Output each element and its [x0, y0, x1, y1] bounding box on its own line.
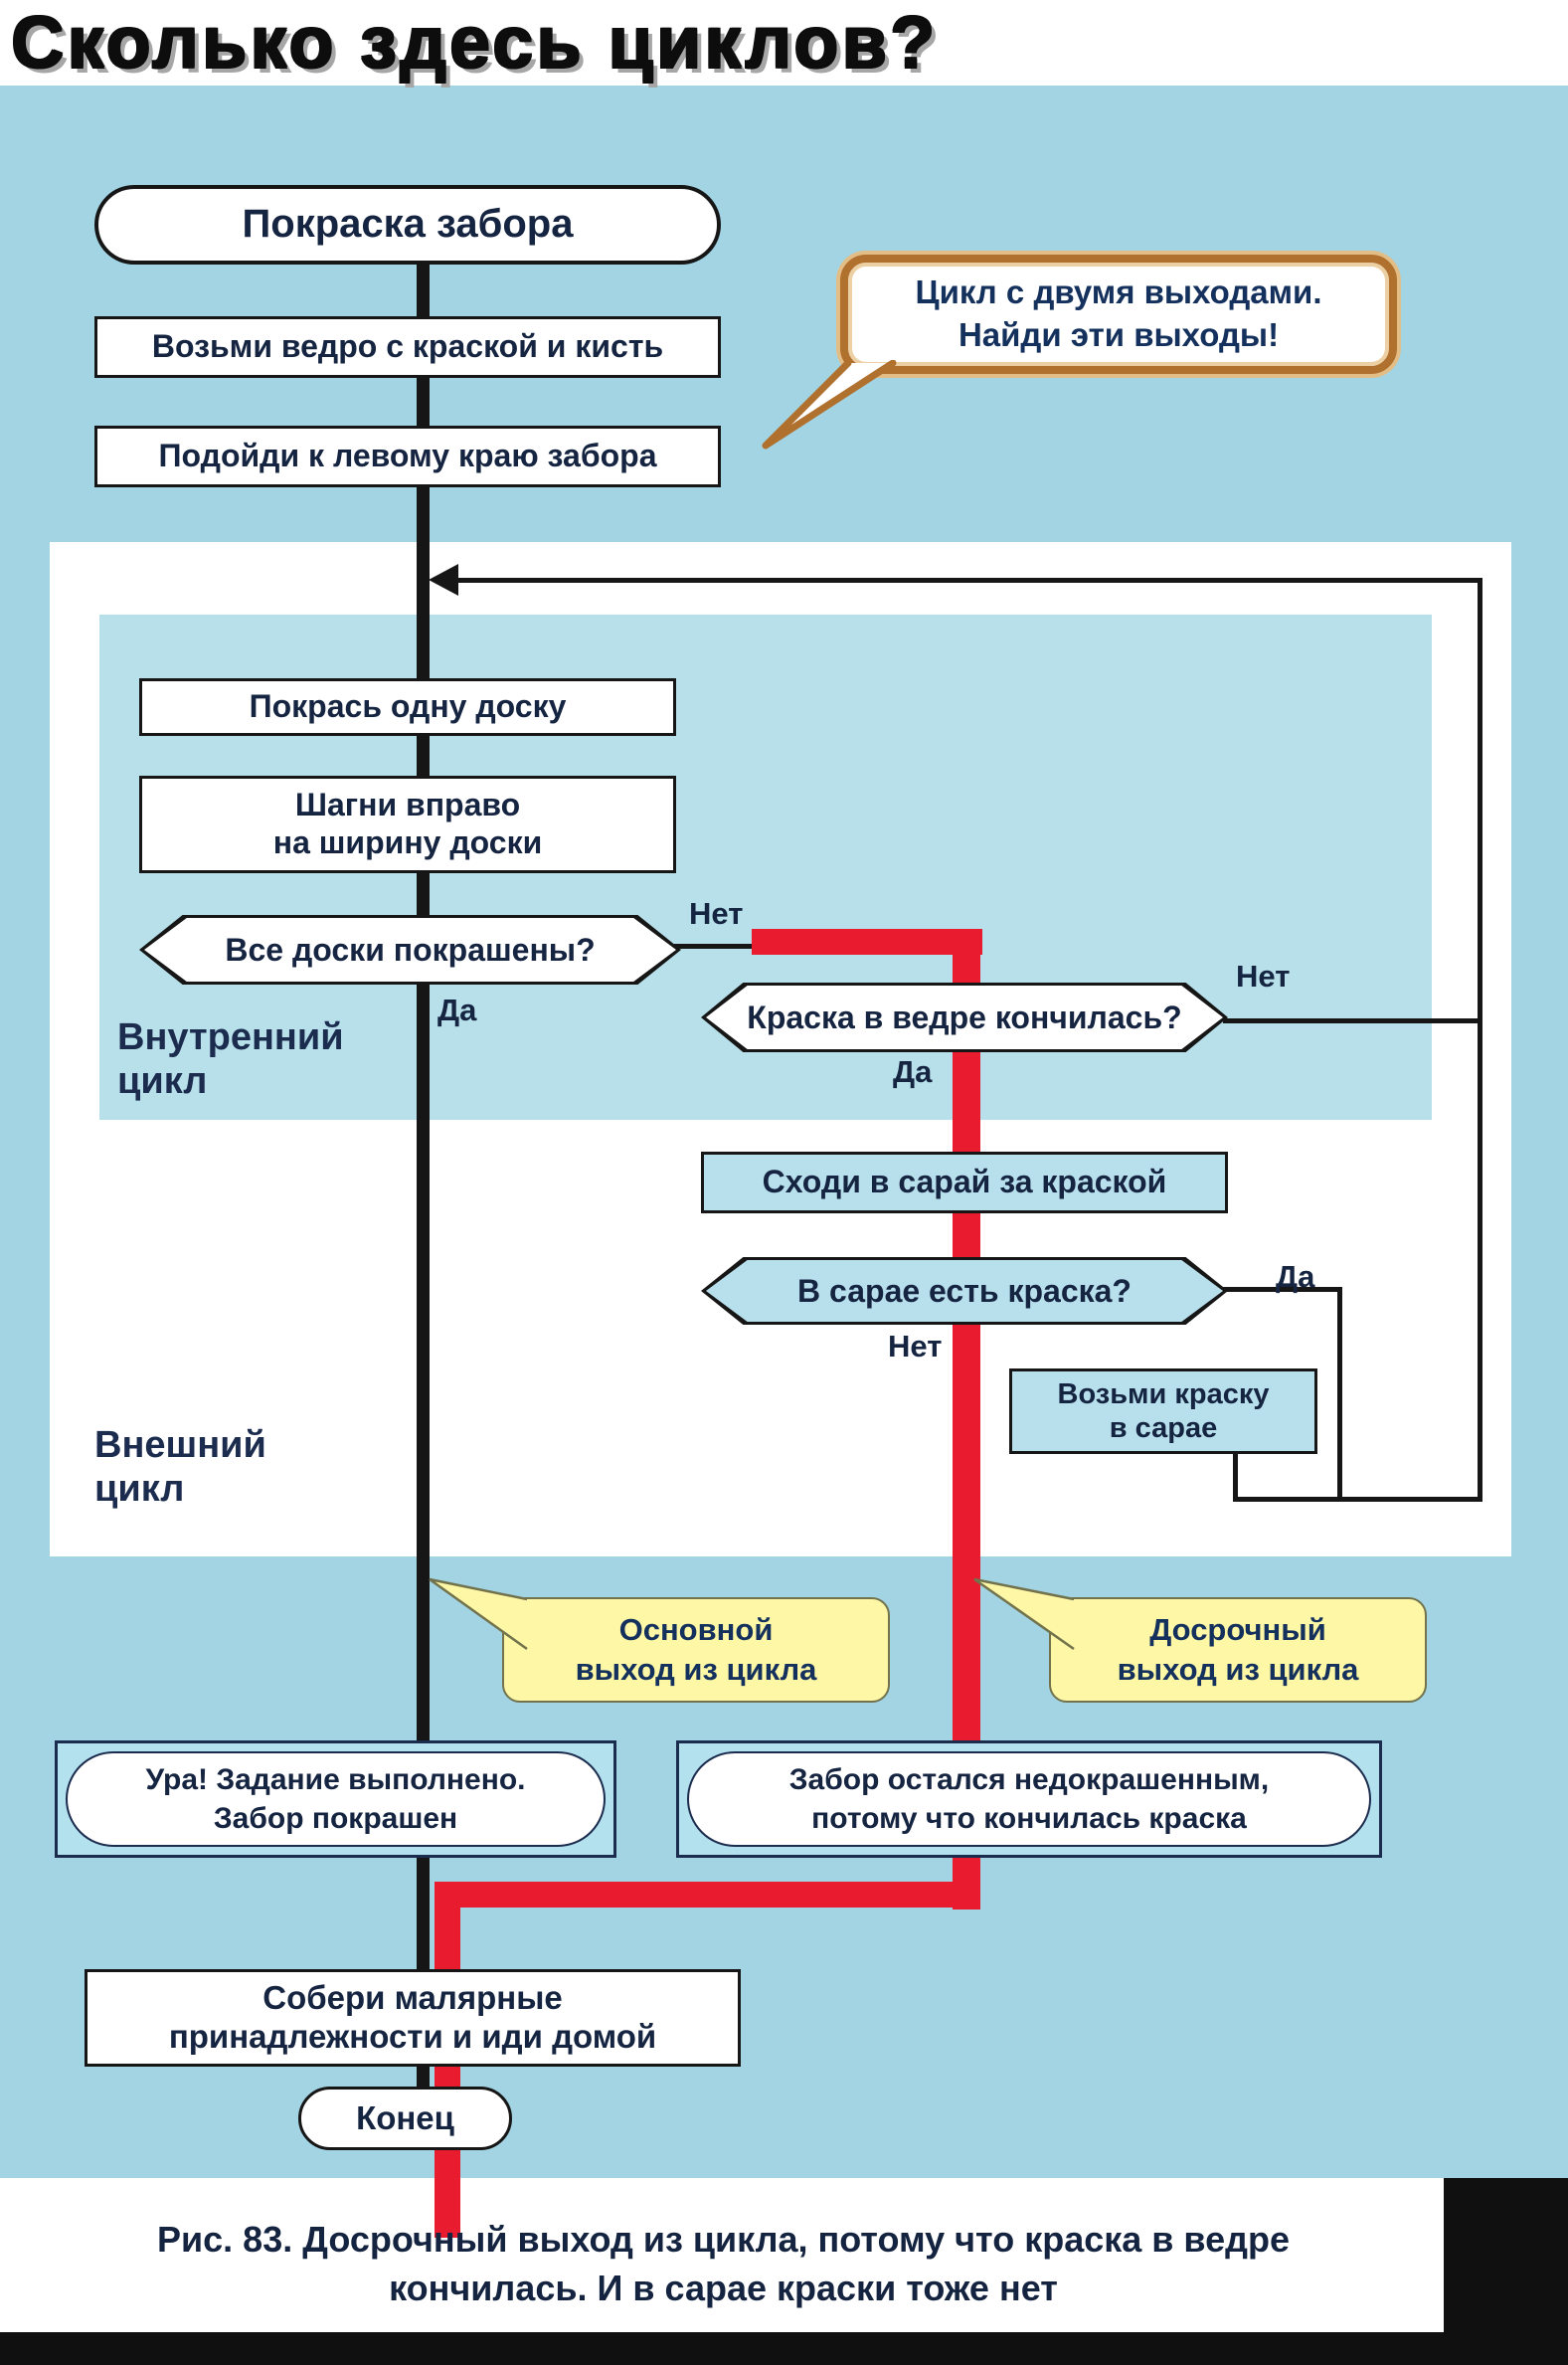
caption-band — [0, 2178, 1568, 2332]
header-band: Сколько здесь циклов? — [0, 0, 1568, 86]
step-take-paint-shed-line1: Возьми краску — [1057, 1377, 1270, 1410]
main-exit-callout: Основной выход из цикла — [502, 1597, 890, 1703]
bottom-right-black-block — [1444, 2178, 1568, 2332]
speech-bubble-tail-icon — [762, 360, 897, 450]
outer-loop-label: Внешний цикл — [94, 1424, 266, 1511]
early-exit-red-line-horizontal — [435, 1882, 980, 1908]
decision-bucket-empty: Краска в ведре кончилась? — [701, 983, 1228, 1052]
figure-caption-line2: кончилась. И в сарае краски тоже нет — [389, 2267, 1058, 2308]
step-take-bucket-label: Возьми ведро с краской и кисть — [151, 328, 664, 365]
inner-loop-label-line2: цикл — [117, 1059, 208, 1102]
yes-line-shed-paint-vertical — [1337, 1287, 1342, 1502]
early-exit-red-line-top — [752, 929, 982, 955]
step-go-shed: Сходи в сарай за краской — [701, 1152, 1228, 1213]
decision-bucket-empty-fill — [706, 986, 1223, 1049]
no-label-bucket-empty: Нет — [1236, 959, 1291, 994]
step-paint-board: Покрась одну доску — [139, 678, 676, 736]
early-exit-callout: Досрочный выход из цикла — [1049, 1597, 1427, 1703]
end-node: Конец — [298, 2087, 512, 2150]
result-task-done-frame: Ура! Задание выполнено. Забор покрашен — [55, 1740, 616, 1858]
result-task-done-line1: Ура! Задание выполнено. — [145, 1763, 526, 1796]
main-exit-callout-line1: Основной — [618, 1611, 774, 1647]
step-take-bucket: Возьми ведро с краской и кисть — [94, 316, 721, 378]
outer-loop-label-line1: Внешний — [94, 1424, 266, 1466]
step-take-paint-shed: Возьми краску в сарае — [1009, 1368, 1317, 1454]
step-go-shed-label: Сходи в сарай за краской — [762, 1164, 1167, 1200]
page-title: Сколько здесь циклов? — [10, 0, 938, 83]
step-collect-supplies: Собери малярные принадлежности и иди дом… — [85, 1969, 741, 2067]
end-node-label: Конец — [356, 2098, 454, 2136]
start-node-label: Покраска забора — [242, 202, 574, 247]
speech-bubble-line2: Найди эти выходы! — [958, 316, 1280, 353]
loop-return-line-top — [447, 578, 1482, 583]
take-paint-return-line — [1233, 1497, 1480, 1502]
main-exit-callout-line2: выход из цикла — [575, 1652, 817, 1687]
step-paint-board-label: Покрась одну доску — [249, 688, 567, 725]
no-line-bucket-empty — [1223, 1018, 1480, 1023]
decision-shed-has-paint: В сарае есть краска? — [701, 1257, 1228, 1325]
inner-loop-label: Внутренний цикл — [117, 1016, 344, 1103]
step-go-left-edge-label: Подойди к левому краю забора — [158, 438, 657, 474]
decision-all-boards-painted-fill — [144, 918, 676, 982]
speech-bubble: Цикл с двумя выходами. Найди эти выходы! — [840, 255, 1397, 374]
step-step-right-line1: Шагни вправо — [294, 787, 521, 823]
outer-loop-label-line2: цикл — [94, 1467, 185, 1510]
inner-loop-label-line1: Внутренний — [117, 1016, 344, 1058]
yes-label-all-painted: Да — [437, 993, 477, 1027]
decision-shed-has-paint-label: В сарае есть краска? — [797, 1272, 1132, 1309]
result-task-done-line2: Забор покрашен — [213, 1802, 458, 1835]
take-paint-box-connector — [1233, 1450, 1238, 1502]
step-take-paint-shed-line2: в сарае — [1109, 1412, 1218, 1444]
decision-all-boards-painted-label: Все доски покрашены? — [225, 931, 596, 968]
decision-bucket-empty-label: Краска в ведре кончилась? — [747, 999, 1182, 1035]
early-exit-callout-line1: Досрочный — [1149, 1611, 1326, 1647]
loop-return-arrowhead-icon — [429, 564, 458, 596]
yes-line-shed-paint — [1223, 1287, 1342, 1292]
figure-caption-line1: Рис. 83. Досрочный выход из цикла, потом… — [157, 2219, 1290, 2260]
early-exit-callout-tail-icon — [973, 1577, 1075, 1651]
early-exit-callout-line2: выход из цикла — [1117, 1652, 1359, 1687]
figure-caption: Рис. 83. Досрочный выход из цикла, потом… — [0, 2216, 1447, 2312]
main-exit-callout-tail-icon — [429, 1577, 528, 1651]
step-collect-supplies-line1: Собери малярные — [262, 1979, 563, 2017]
no-label-all-painted: Нет — [689, 896, 744, 931]
speech-bubble-line1: Цикл с двумя выходами. — [915, 273, 1322, 311]
result-unfinished-line2: потому что кончилась краска — [811, 1802, 1247, 1835]
loop-return-line-right — [1478, 578, 1482, 1502]
yes-label-shed-paint: Да — [1276, 1259, 1315, 1294]
result-unfinished-line1: Забор остался недокрашенным, — [788, 1763, 1270, 1796]
start-node: Покраска забора — [94, 185, 721, 265]
step-step-right-line2: на ширину доски — [272, 824, 543, 860]
yes-label-bucket-empty: Да — [893, 1054, 933, 1089]
step-go-left-edge: Подойди к левому краю забора — [94, 426, 721, 487]
step-step-right: Шагни вправо на ширину доски — [139, 776, 676, 873]
result-unfinished: Забор остался недокрашенным, потому что … — [687, 1751, 1371, 1847]
decision-shed-has-paint-fill — [706, 1260, 1223, 1322]
no-label-shed-paint: Нет — [888, 1329, 943, 1364]
bottom-black-bar — [0, 2332, 1568, 2365]
decision-all-boards-painted: Все доски покрашены? — [139, 915, 681, 985]
result-task-done: Ура! Задание выполнено. Забор покрашен — [66, 1751, 606, 1847]
result-unfinished-frame: Забор остался недокрашенным, потому что … — [676, 1740, 1382, 1858]
step-collect-supplies-line2: принадлежности и иди домой — [168, 2018, 657, 2055]
